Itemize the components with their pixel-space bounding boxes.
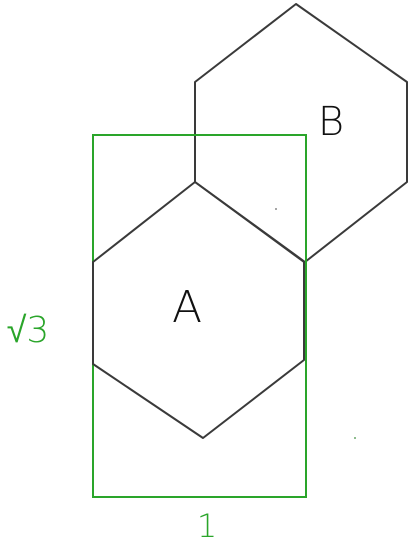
hexagon-b-label: B	[318, 99, 344, 145]
hexagon-a-label: A	[172, 282, 202, 333]
hexagon-a	[92, 181, 305, 439]
rectangle-width-label: 1	[197, 507, 217, 545]
rectangle-height-label: √3	[7, 310, 50, 351]
stray-dot	[275, 208, 277, 210]
hexagon-b	[194, 3, 408, 263]
stray-dot	[354, 437, 356, 439]
